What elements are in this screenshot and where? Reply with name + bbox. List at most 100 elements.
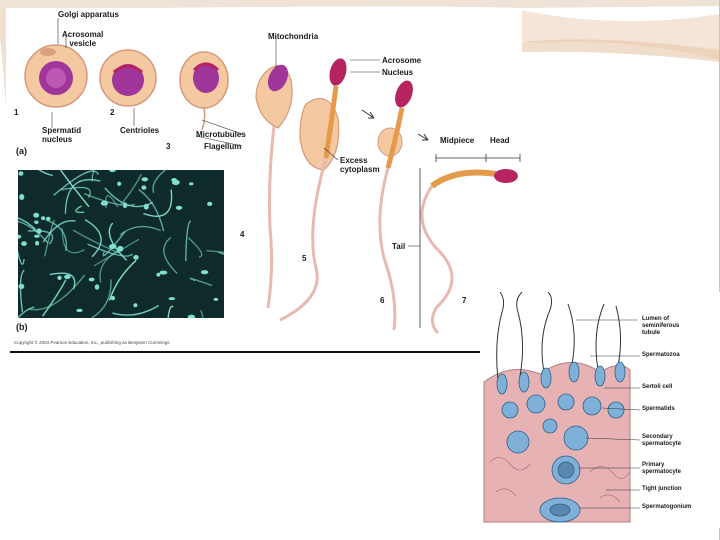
micrograph-fiber: [64, 179, 101, 214]
micrograph-fiber: [185, 220, 192, 261]
micrograph-fiber: [16, 247, 25, 265]
sperm-head-dot: [33, 212, 40, 218]
step-7-marker: 7: [462, 296, 467, 305]
spermiogenesis-diagram: Golgi apparatus Acrosomal vesicle Mitoch…: [6, 8, 522, 348]
micrograph-fiber: [108, 222, 128, 261]
label-lumen: Lumen of seminiferous tubule: [642, 316, 680, 336]
label-flagellum: Flagellum: [204, 142, 242, 151]
micrograph-fiber: [0, 219, 49, 244]
sperm-head-dot: [41, 216, 46, 221]
step-3-marker: 3: [166, 142, 171, 151]
label-microtubules: Microtubules: [196, 130, 246, 139]
sperm-head-dot: [18, 171, 24, 176]
panel-label-b: (b): [16, 322, 28, 332]
sperm-head-dot: [46, 216, 51, 221]
step-4-marker: 4: [240, 230, 245, 239]
sperm-micrograph: [0, 131, 266, 351]
micrograph-fiber: [49, 272, 76, 290]
sperm-head-dot: [117, 245, 124, 252]
spermiogenesis-illustration: [6, 8, 522, 348]
panel-label-a: (a): [16, 146, 27, 156]
micrograph-fiber: [99, 249, 120, 283]
sperm-head-dot: [76, 308, 83, 313]
step-5-marker: 5: [302, 254, 307, 263]
sperm-head-dot: [213, 297, 219, 301]
stage-1-cell: [24, 44, 88, 108]
label-tail: Tail: [392, 242, 406, 251]
sperm-head-dot: [18, 283, 25, 289]
tubule-leader-lines: [576, 319, 641, 509]
label-acrosomal-vesicle: Acrosomal vesicle: [62, 30, 104, 48]
stage-7-sperm: [419, 154, 521, 335]
label-midpiece: Midpiece: [440, 136, 475, 145]
label-centrioles: Centrioles: [120, 126, 160, 135]
label-mitochondria: Mitochondria: [268, 32, 319, 41]
stage-3-cell: [179, 51, 229, 131]
spermatogonium: [539, 497, 581, 523]
label-excess-cytoplasm: Excess cytoplasm: [340, 156, 380, 174]
stage-6-cell: [377, 80, 413, 331]
micrograph-fiber: [72, 229, 120, 254]
micrograph-fiber: [42, 220, 76, 243]
primary-spermatocyte: [551, 455, 581, 485]
sperm-head-dot: [143, 203, 149, 210]
label-acrosome: Acrosome: [382, 56, 422, 65]
sperm-head-dot: [19, 194, 25, 200]
micrograph-fiber: [91, 279, 112, 319]
micrograph-fiber: [19, 269, 25, 313]
micrograph-fiber: [143, 189, 173, 217]
label-spermatid-nucleus: Spermatid nucleus: [42, 126, 82, 144]
sperm-head-dot: [34, 220, 39, 224]
micrograph-fiber: [28, 274, 86, 311]
label-tight-junction: Tight junction: [642, 486, 682, 492]
micrograph-image: [0, 131, 266, 351]
sperm-head-dot: [168, 297, 176, 301]
sperm-head-dot: [109, 244, 117, 249]
stage-arrows: [361, 109, 429, 141]
micrograph-fiber: [42, 279, 67, 317]
seminiferous-tubule-diagram: Lumen of seminiferous tubule Spermatozoa…: [480, 291, 720, 528]
label-primary-spermatocyte: Primary spermatocyte: [642, 462, 682, 475]
micrograph-fiber: [119, 225, 161, 236]
micrograph-fiber: [163, 236, 178, 274]
micrograph-fiber: [112, 304, 160, 316]
sperm-head-dot: [207, 201, 213, 206]
copyright-notice: Copyright © 2004 Pearson Education, Inc.…: [14, 340, 170, 345]
micrograph-fiber: [83, 192, 135, 207]
micrograph-fiber: [44, 220, 56, 257]
label-nucleus: Nucleus: [382, 68, 414, 77]
step-2-marker: 2: [110, 108, 115, 117]
sperm-head-dot: [100, 200, 108, 206]
micrograph-fiber: [53, 170, 99, 196]
sperm-head-dot: [36, 228, 42, 234]
spermatozoa-heads: [496, 361, 626, 395]
sperm-head-dot: [21, 241, 27, 246]
tubule-illustration: [480, 291, 720, 528]
micrograph-fiber: [138, 188, 165, 232]
sperm-head-dot: [141, 185, 147, 190]
sperm-head-dot: [171, 179, 180, 186]
sperm-head-dot: [133, 303, 138, 308]
label-golgi-apparatus: Golgi apparatus: [58, 10, 119, 19]
sperm-head-dot: [156, 272, 161, 277]
sperm-head-dot: [141, 177, 149, 182]
label-spermatids: Spermatids: [642, 406, 675, 412]
sperm-head-dot: [123, 202, 127, 209]
sertoli-texture: [489, 457, 631, 503]
sperm-head-dot: [57, 275, 62, 280]
label-sertoli-cell: Sertoli cell: [642, 384, 673, 390]
label-head: Head: [490, 136, 510, 145]
label-secondary-spermatocyte: Secondary spermatocyte: [642, 434, 682, 447]
stage-4-cell: [255, 64, 293, 309]
step-6-marker: 6: [380, 296, 385, 305]
leader-lines: [51, 18, 420, 247]
sperm-head-dot: [117, 181, 122, 186]
sperm-tails: [496, 291, 622, 381]
sperm-head-dot: [109, 168, 116, 173]
label-spermatogonium: Spermatogonium: [642, 504, 692, 510]
sperm-head-dot: [188, 182, 194, 186]
micrograph-fiber: [189, 277, 213, 287]
sperm-head-dot: [34, 234, 40, 238]
stage-2-cell: [99, 49, 157, 107]
micrograph-fiber: [187, 237, 203, 258]
